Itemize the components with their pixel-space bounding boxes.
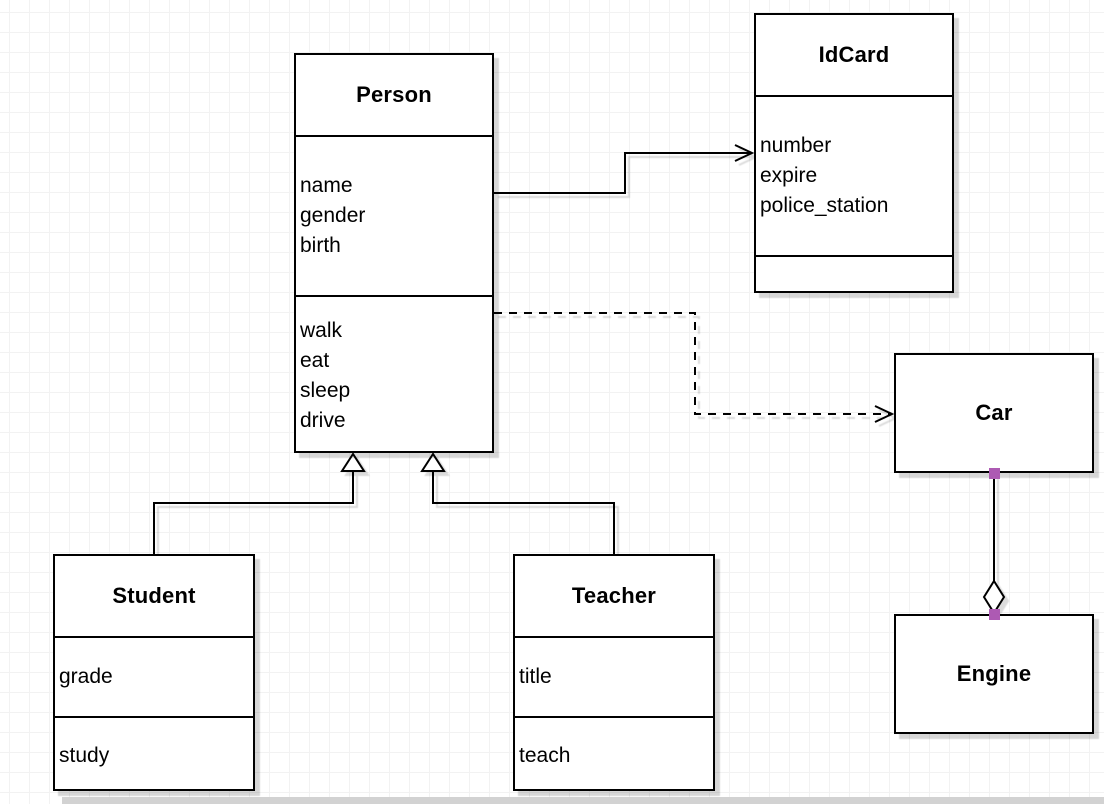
edge-teacher-person[interactable] — [420, 452, 615, 554]
edge-student-person[interactable] — [153, 452, 366, 554]
class-member: drive — [300, 409, 346, 432]
uml-class-teacher[interactable]: Teacher title teach — [513, 554, 715, 791]
uml-class-student[interactable]: Student grade study — [53, 554, 255, 791]
class-title: Student — [112, 583, 196, 608]
generalization-triangle-icon — [340, 452, 366, 472]
edge-person-idcard-line[interactable] — [494, 152, 751, 194]
uml-class-car[interactable]: Car — [894, 353, 1094, 473]
uml-class-engine[interactable]: Engine — [894, 614, 1094, 734]
class-member: walk — [300, 319, 343, 342]
edge-person-car-line[interactable] — [494, 312, 891, 415]
class-member: grade — [59, 665, 113, 688]
edge-student-person-line[interactable] — [153, 471, 354, 554]
class-compartment: name gender birth — [296, 135, 492, 295]
class-compartment: study — [55, 716, 253, 793]
uml-class-idcard[interactable]: IdCard number expire police_station — [754, 13, 954, 293]
class-member: name — [300, 174, 353, 197]
class-title: Engine — [956, 661, 1032, 686]
class-member: teach — [519, 743, 571, 767]
class-member: title — [519, 665, 552, 688]
class-member: number — [760, 134, 832, 157]
edge-person-idcard[interactable] — [494, 144, 755, 194]
class-member: police_station — [760, 194, 889, 217]
connection-endpoint-handle[interactable] — [988, 608, 1000, 620]
class-title: Person — [356, 82, 432, 107]
class-compartment: walk eat sleep drive — [296, 295, 492, 455]
class-member: gender — [300, 204, 366, 227]
class-title: IdCard — [818, 42, 890, 67]
generalization-triangle-icon — [420, 452, 446, 472]
class-compartment: teach — [515, 716, 713, 793]
page-edge-strip — [62, 797, 1104, 804]
class-compartment: grade — [55, 636, 253, 716]
class-title: Car — [975, 400, 1013, 425]
uml-class-person[interactable]: Person name gender birth walk eat sleep drive — [294, 53, 494, 453]
connection-endpoint-handle[interactable] — [988, 467, 1000, 479]
edge-person-car[interactable] — [494, 312, 895, 423]
class-compartment — [756, 255, 952, 295]
edge-car-engine[interactable] — [982, 473, 1006, 615]
class-member: sleep — [300, 379, 351, 402]
open-arrowhead-icon — [734, 144, 755, 162]
class-member: birth — [300, 234, 341, 257]
class-member: eat — [300, 349, 330, 372]
class-title: Teacher — [571, 583, 657, 608]
class-member: study — [59, 743, 110, 767]
class-member: expire — [760, 164, 818, 187]
open-arrowhead-icon — [874, 405, 895, 423]
edge-teacher-person-line[interactable] — [432, 471, 615, 554]
class-compartment: number expire police_station — [756, 95, 952, 255]
class-compartment: title — [515, 636, 713, 716]
